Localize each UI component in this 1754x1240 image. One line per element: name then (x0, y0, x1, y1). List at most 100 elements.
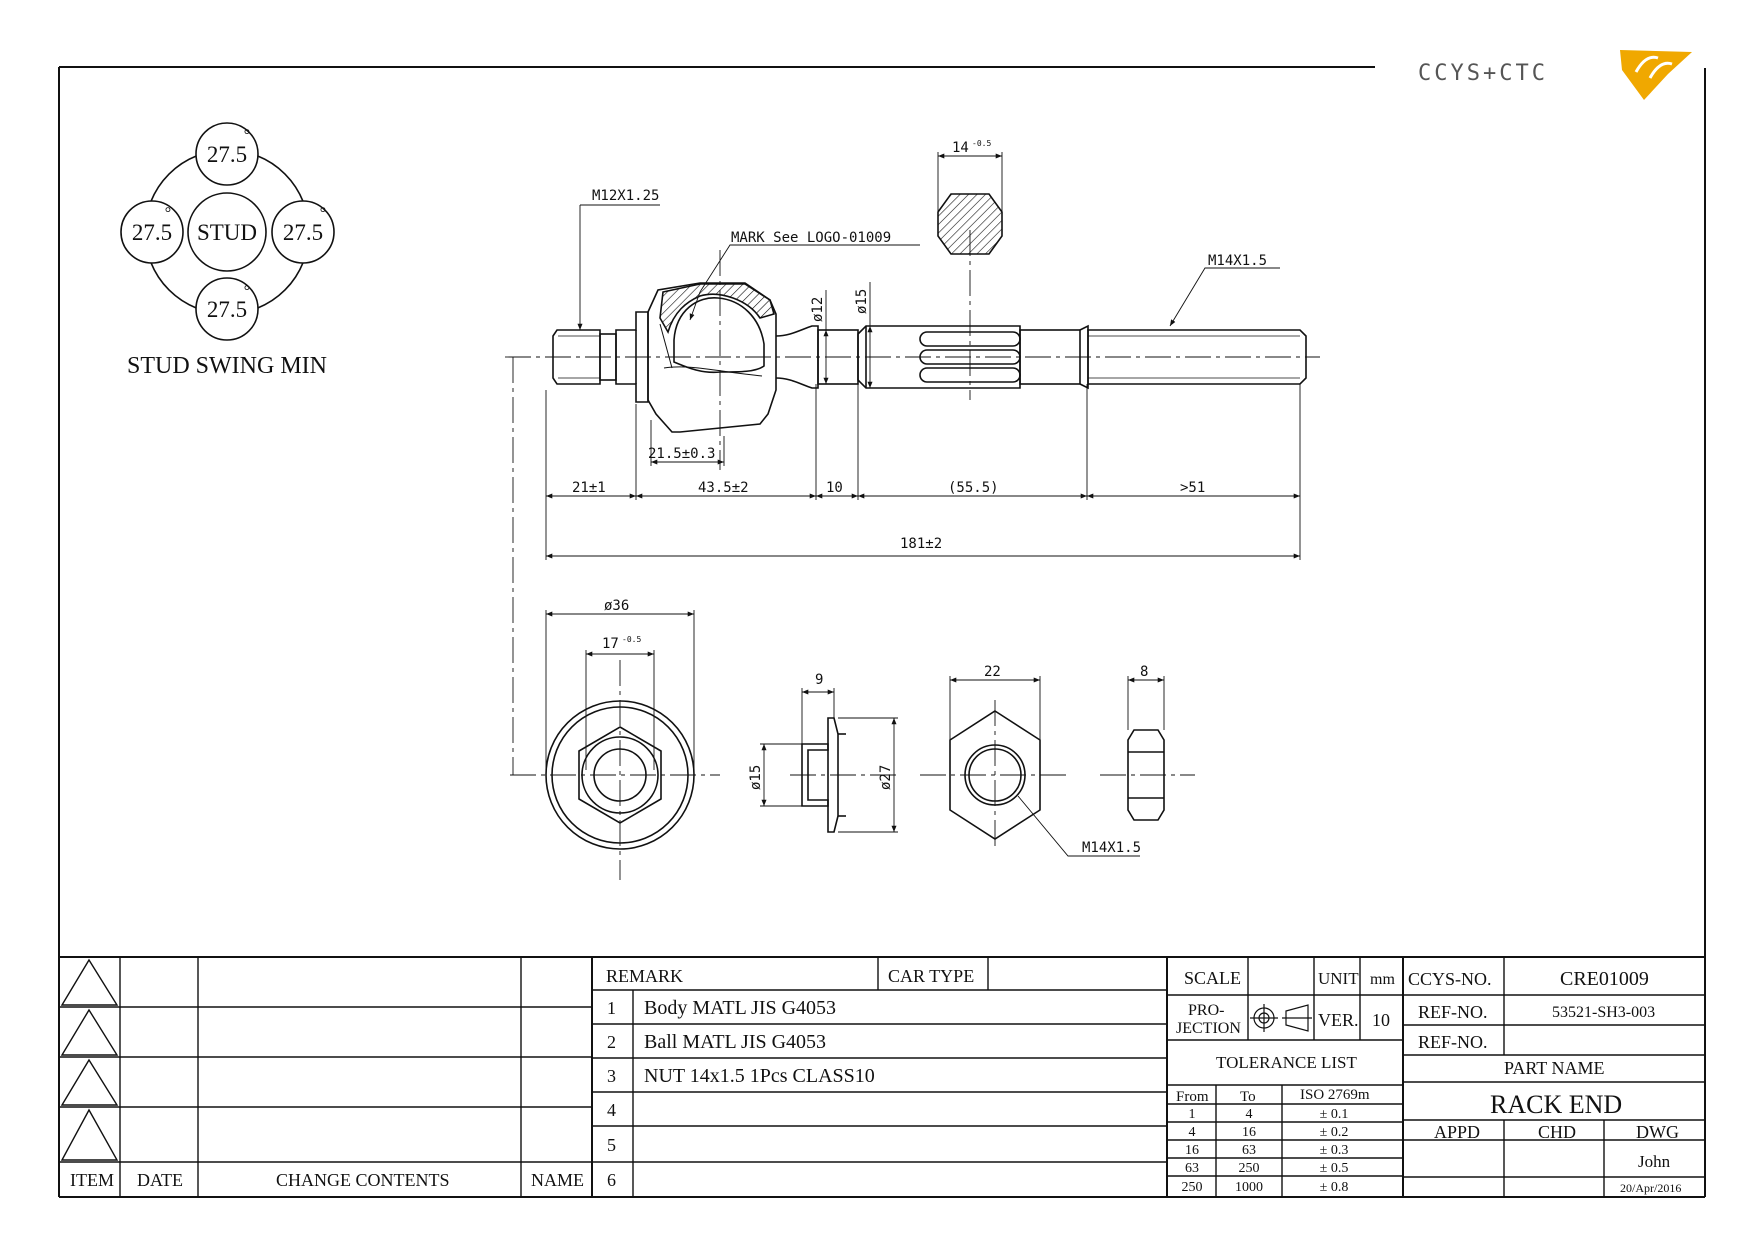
d15b-label: ø15 (748, 765, 764, 790)
ver-label: VER. (1318, 1010, 1359, 1030)
projection-label-1: PRO- (1188, 1002, 1224, 1019)
tol-to-5: 1000 (1235, 1180, 1263, 1195)
drawer-name: John (1638, 1152, 1671, 1171)
deg-left: ° (165, 205, 171, 222)
m12-callout: M12X1.25 (592, 188, 659, 204)
drawing-text: M12X1.25 MARK See LOGO-01009 M14X1.5 14 … (572, 139, 1267, 856)
tol-val-3: ± 0.3 (1320, 1143, 1349, 1158)
tol-val-5: ± 0.8 (1320, 1180, 1349, 1195)
ref-no-1-value: 53521-SH3-003 (1552, 1004, 1655, 1021)
rev-col-name: NAME (531, 1170, 584, 1190)
part-name-label: PART NAME (1504, 1058, 1604, 1078)
rev-col-contents: CHANGE CONTENTS (276, 1170, 450, 1190)
car-type-label: CAR TYPE (888, 966, 974, 986)
ccys-no-value: CRE01009 (1560, 968, 1649, 990)
ccys-no-label: CCYS-NO. (1408, 969, 1492, 989)
remark-n-6: 6 (607, 1170, 616, 1190)
tol-to-1: 4 (1246, 1107, 1253, 1122)
title-block-lines (59, 956, 1705, 1197)
revision-triangle-icon (60, 1008, 119, 1056)
tol-to-2: 16 (1242, 1125, 1256, 1140)
s555-label: (55.5) (948, 480, 999, 496)
hex17-tol: -0.5 (622, 635, 641, 644)
deg-right: ° (320, 205, 326, 222)
tolerance-title: TOLERANCE LIST (1216, 1053, 1357, 1072)
remark-n-1: 1 (607, 998, 616, 1018)
d215-label: 21.5±0.3 (648, 446, 715, 462)
remark-text-3: NUT 14x1.5 1Pcs CLASS10 (644, 1065, 875, 1087)
chd-label: CHD (1538, 1122, 1576, 1142)
projection-label-2: JECTION (1176, 1020, 1241, 1037)
tol-col-to: To (1240, 1089, 1256, 1105)
dwg-label: DWG (1636, 1122, 1679, 1142)
deg-bottom: ° (244, 283, 250, 300)
projection-symbol-icon (1250, 1004, 1312, 1032)
end-view-housing (510, 610, 720, 880)
swing-labels: 27.5 27.5 27.5 27.5 STUD STUD SWING MIN … (127, 127, 327, 379)
drawing-date: 20/Apr/2016 (1620, 1181, 1681, 1195)
swing-center: STUD (197, 220, 257, 245)
w9-label: 9 (815, 672, 823, 688)
tol-to-3: 63 (1242, 1143, 1256, 1158)
scale-label: SCALE (1184, 968, 1241, 988)
d12-label: ø12 (810, 297, 826, 322)
stud-swing-diagram (120, 122, 335, 341)
side-view-boot (760, 688, 900, 833)
unit-value: mm (1370, 971, 1395, 988)
swing-bottom: 27.5 (207, 297, 247, 322)
hex14-tol: -0.5 (972, 139, 991, 148)
swing-left: 27.5 (132, 220, 172, 245)
logo-mark-icon (1620, 50, 1692, 100)
d15-label: ø15 (854, 289, 870, 314)
tol-col-from: From (1176, 1089, 1209, 1105)
hex-section-14 (937, 152, 1003, 255)
tol-val-2: ± 0.2 (1320, 1125, 1349, 1140)
title-block-text: ITEM DATE CHANGE CONTENTS NAME REMARK CA… (70, 966, 1681, 1195)
swing-top: 27.5 (207, 142, 247, 167)
deg-top: ° (244, 127, 250, 144)
mark-callout: MARK See LOGO-01009 (731, 230, 891, 246)
tol-from-2: 4 (1189, 1125, 1196, 1140)
hex14-label: 14 (952, 140, 969, 156)
ref-no-1-label: REF-NO. (1418, 1002, 1488, 1022)
rev-col-date: DATE (137, 1170, 183, 1190)
swing-caption: STUD SWING MIN (127, 353, 327, 379)
w22-label: 22 (984, 664, 1001, 680)
remark-text-1: Body MATL JIS G4053 (644, 997, 836, 1019)
tol-val-4: ± 0.5 (1320, 1161, 1349, 1176)
frame (58, 66, 1706, 1198)
rev-col-item: ITEM (70, 1170, 114, 1190)
s51-label: >51 (1180, 480, 1205, 496)
remark-n-2: 2 (607, 1032, 616, 1052)
w8-label: 8 (1140, 664, 1148, 680)
appd-label: APPD (1434, 1122, 1480, 1142)
m14-callout-nut: M14X1.5 (1082, 840, 1141, 856)
tol-from-3: 16 (1185, 1143, 1199, 1158)
tol-from-5: 250 (1182, 1180, 1203, 1195)
logo-text: CCYS+CTC (1418, 61, 1548, 86)
d36-label: ø36 (604, 598, 629, 614)
unit-label: UNIT (1318, 969, 1359, 988)
s435-label: 43.5±2 (698, 480, 749, 496)
part-name-value: RACK END (1490, 1090, 1622, 1119)
nut-front-view (920, 676, 1140, 857)
ref-no-2-label: REF-NO. (1418, 1032, 1488, 1052)
nut-side-view (1100, 676, 1195, 821)
d27-label: ø27 (878, 765, 894, 790)
remark-header: REMARK (606, 966, 683, 986)
tol-val-1: ± 0.1 (1320, 1107, 1349, 1122)
s21-label: 21±1 (572, 480, 606, 496)
revision-triangle-icon (60, 1108, 119, 1161)
tol-from-1: 1 (1189, 1107, 1196, 1122)
total-label: 181±2 (900, 536, 942, 552)
revision-triangle-icon (60, 1058, 119, 1106)
tol-to-4: 250 (1239, 1161, 1260, 1176)
ver-value: 10 (1372, 1010, 1390, 1030)
tol-from-4: 63 (1185, 1161, 1199, 1176)
s10-label: 10 (826, 480, 843, 496)
hex17-label: 17 (602, 636, 619, 652)
m14-callout-top: M14X1.5 (1208, 253, 1267, 269)
remark-n-3: 3 (607, 1066, 616, 1086)
tol-col-iso: ISO 2769m (1300, 1087, 1370, 1103)
